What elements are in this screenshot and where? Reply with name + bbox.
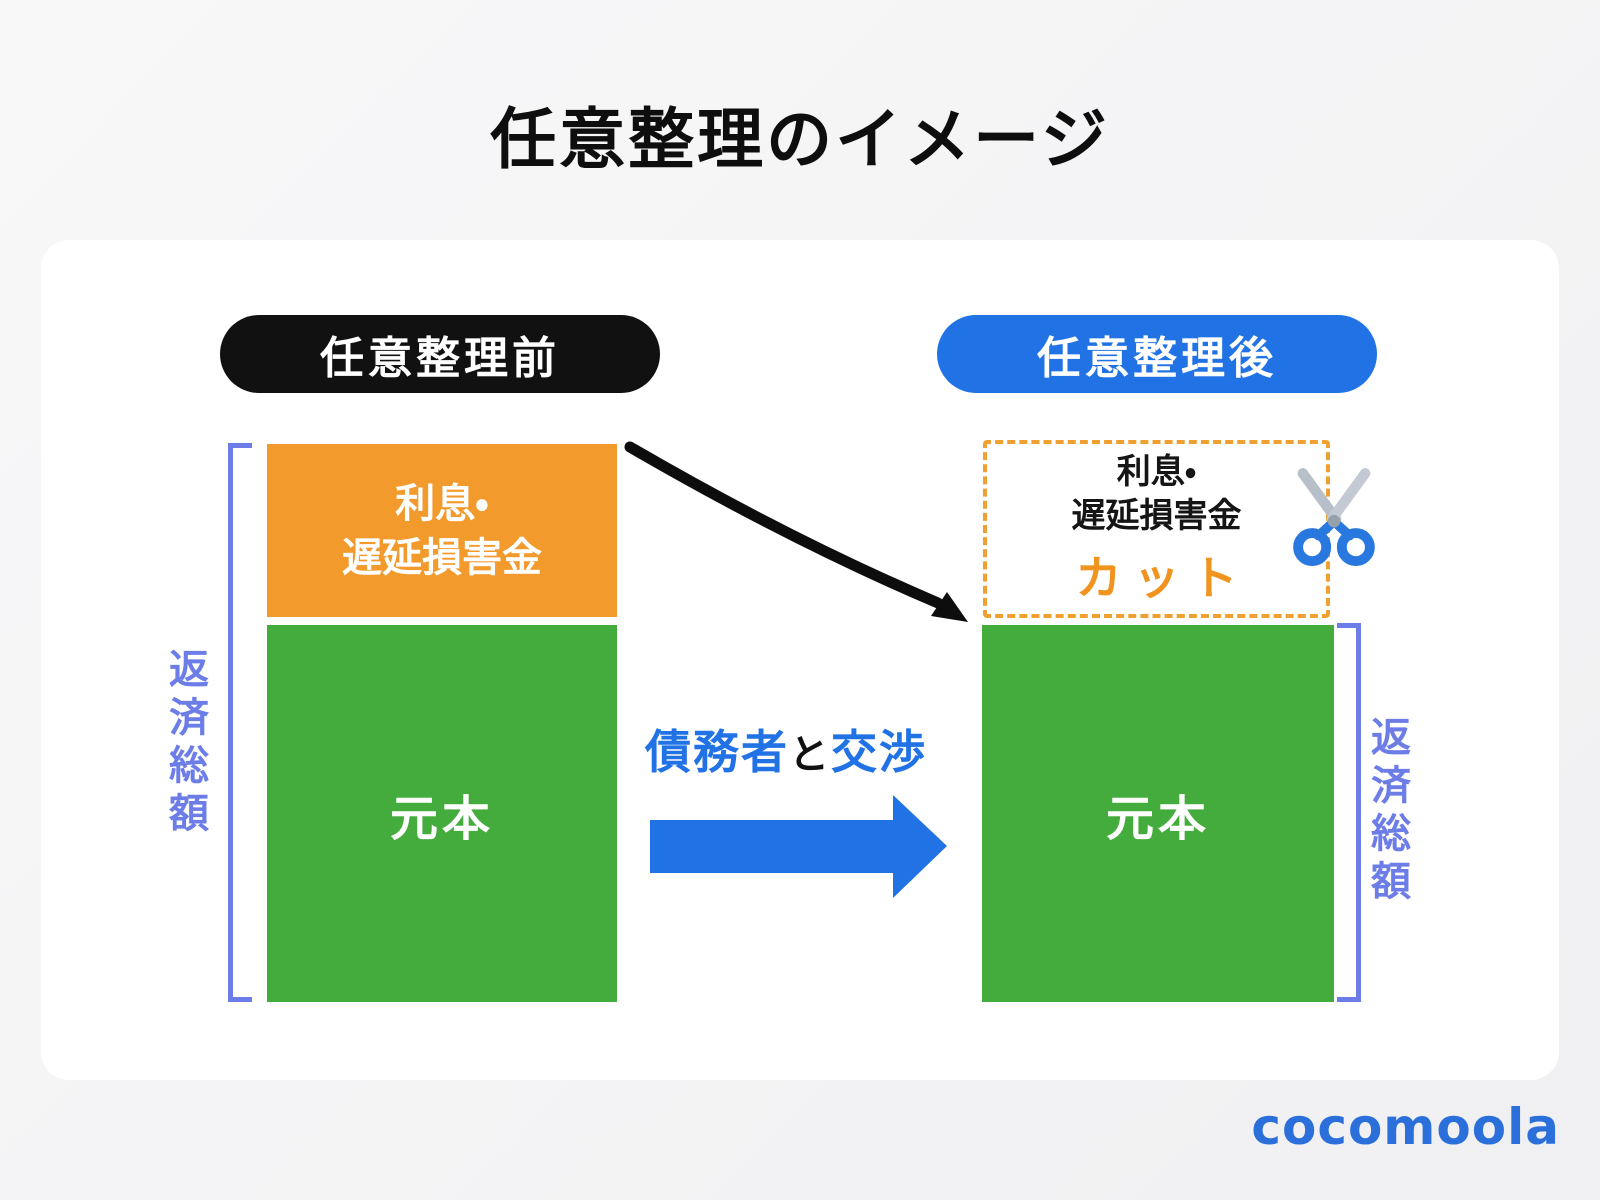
- after-interest-line2: 遅延損害金: [1071, 497, 1242, 535]
- negotiation-debtor: 債務者: [645, 726, 789, 778]
- page-title: 任意整理のイメージ: [490, 102, 1110, 176]
- before-principal-segment: 元本: [267, 625, 617, 1002]
- after-principal-label: 元本: [1105, 792, 1210, 846]
- negotiation-caption: 債務者と交渉: [586, 716, 986, 782]
- before-interest-line1: 利息・: [395, 481, 489, 526]
- before-total-label: 返済総額: [163, 648, 207, 840]
- negotiation-particle: と: [789, 733, 831, 777]
- before-interest-segment: 利息・ 遅延損害金: [267, 444, 617, 617]
- before-principal-label: 元本: [389, 792, 494, 846]
- after-principal-segment: 元本: [982, 625, 1334, 1002]
- before-total-bracket: [228, 443, 252, 1002]
- scissors-icon: [1293, 468, 1375, 567]
- after-interest-line1: 利息・: [1116, 452, 1197, 491]
- badge-after-settlement: 任意整理後: [937, 315, 1377, 393]
- before-interest-line2: 遅延損害金: [342, 535, 542, 580]
- after-total-label: 返済総額: [1365, 716, 1409, 908]
- after-total-bracket: [1337, 623, 1361, 1002]
- after-interest-cut-box: 利息・ 遅延損害金 カット: [983, 440, 1330, 618]
- badge-before-settlement: 任意整理前: [220, 315, 660, 393]
- after-cut-label: カット: [1075, 552, 1250, 605]
- negotiation-action: 交渉: [831, 726, 927, 778]
- cocomoola-logo: cocomoola: [1251, 1098, 1560, 1156]
